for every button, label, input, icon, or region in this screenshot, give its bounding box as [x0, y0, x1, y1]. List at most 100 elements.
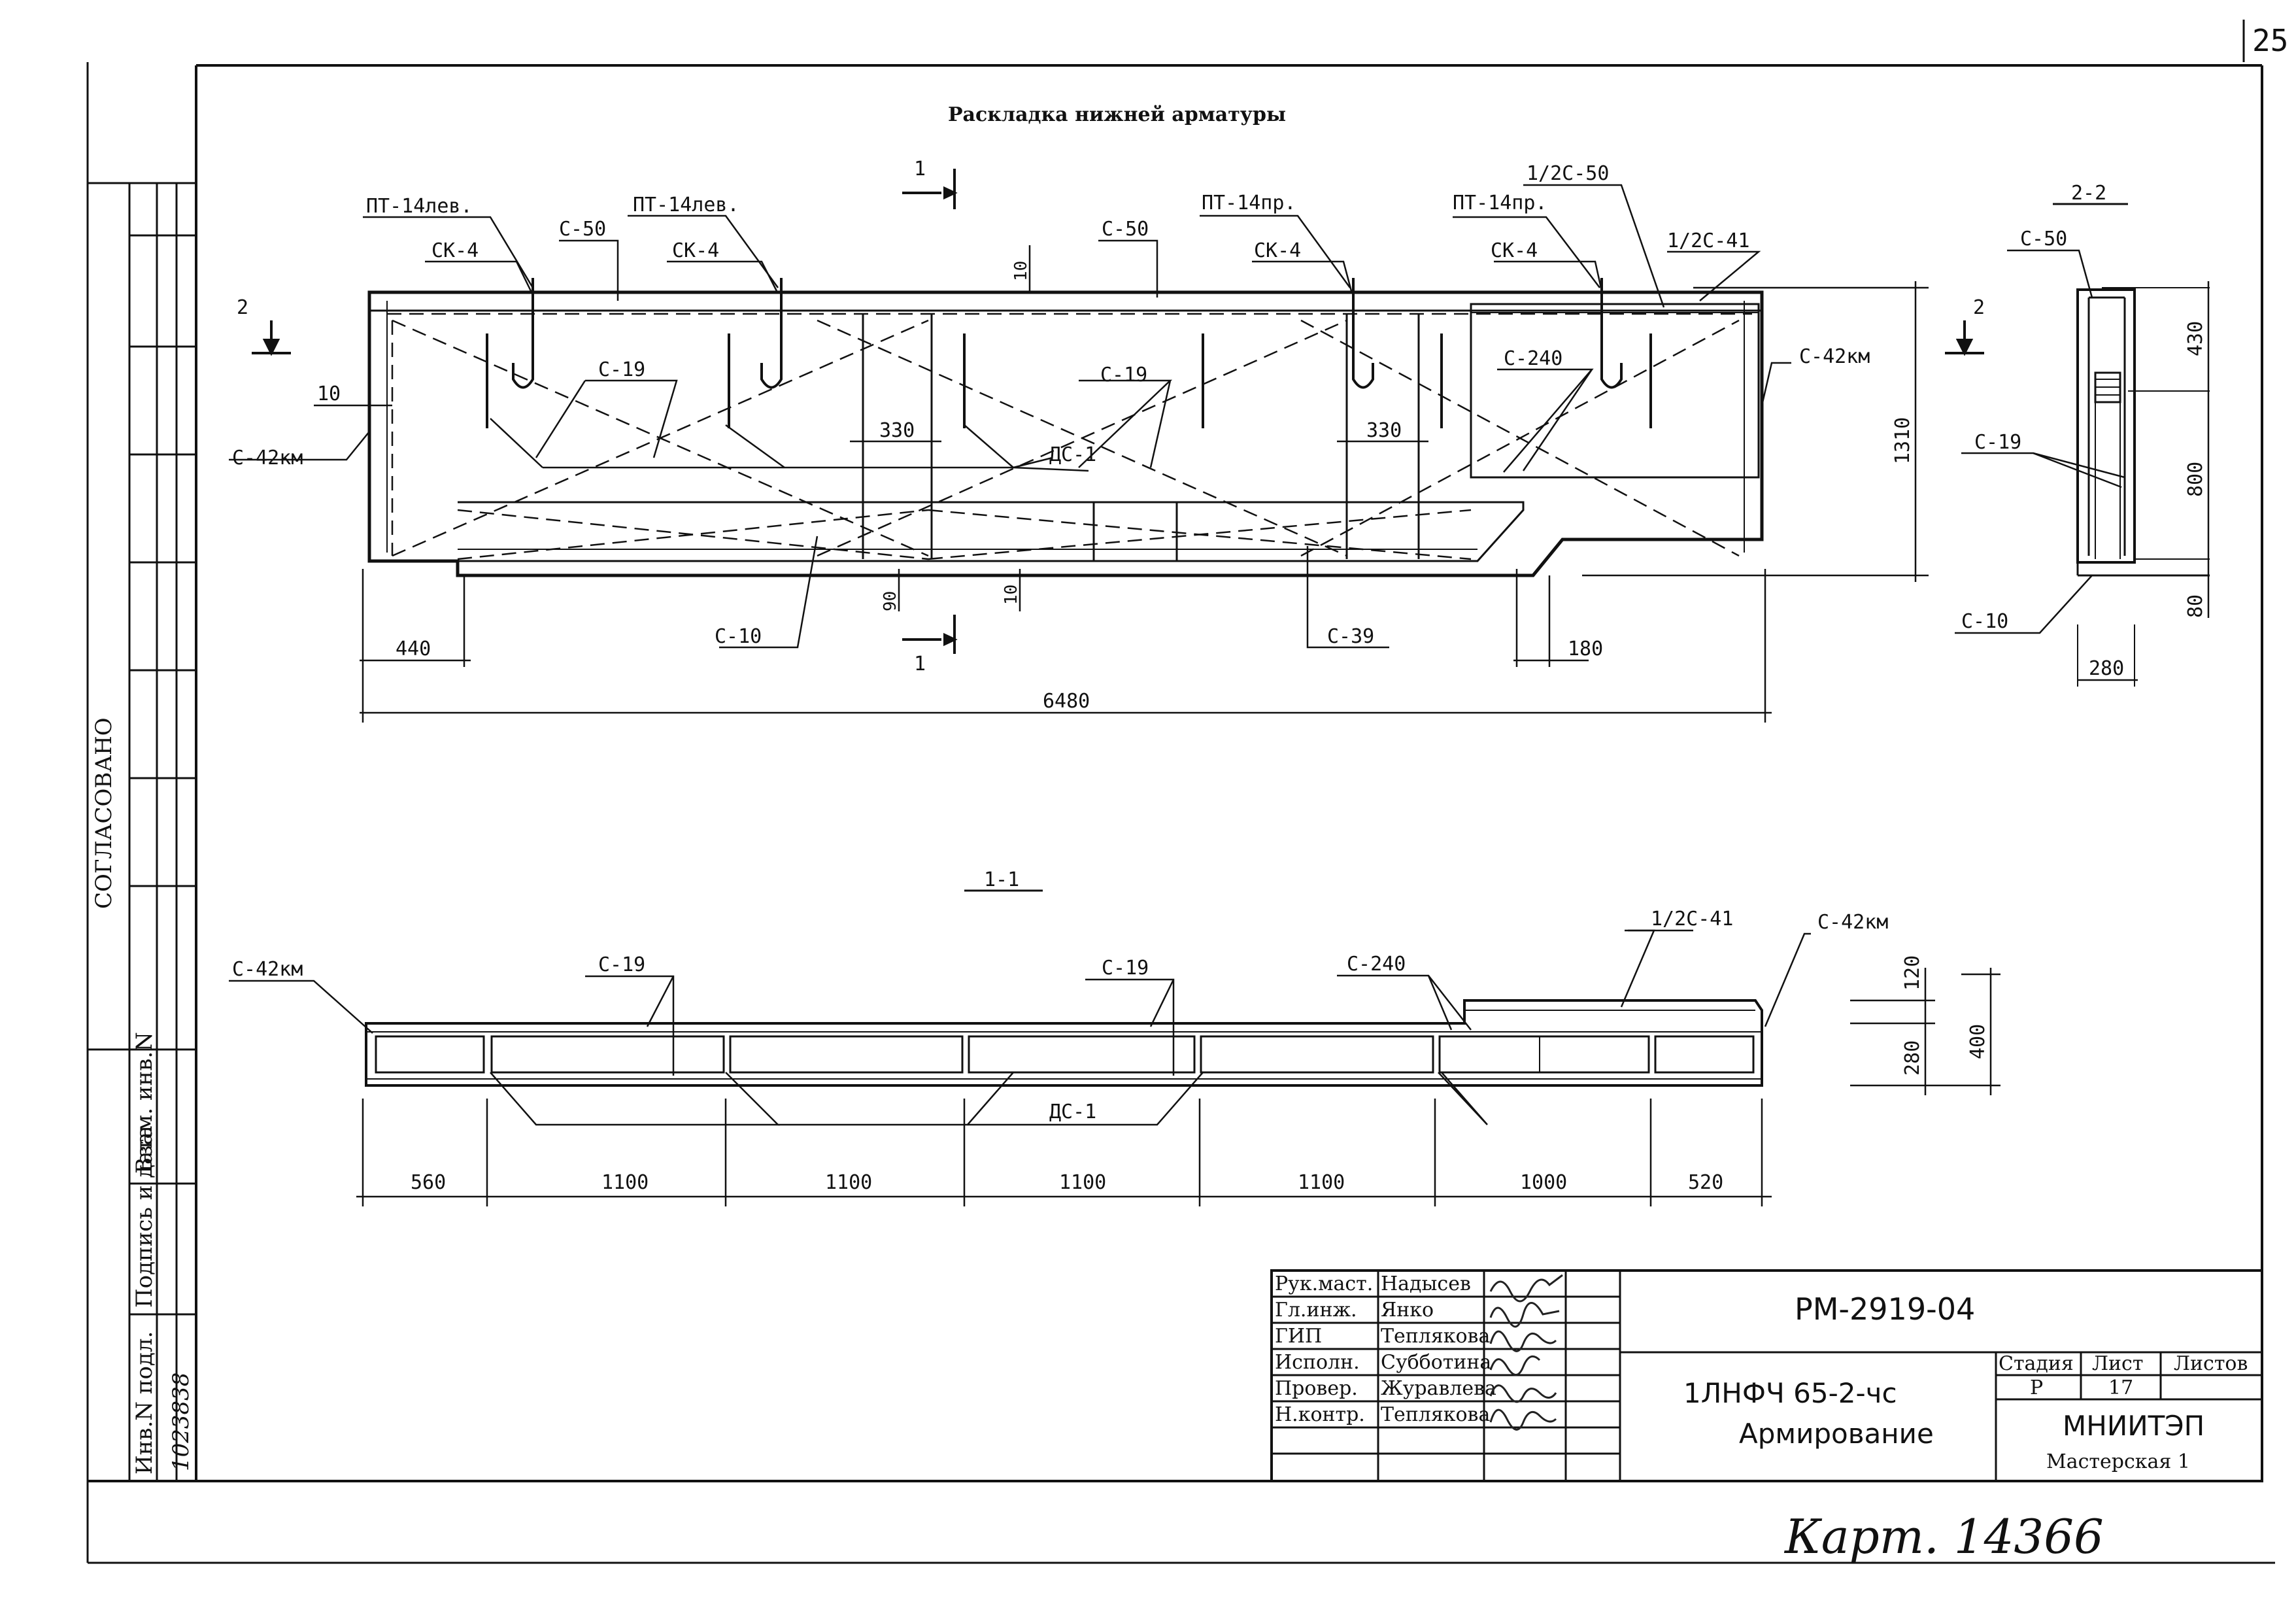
section-1-segments: 560 1100 1100 1100 1100 1000 520	[411, 1171, 1723, 1194]
dim-330-a: 330	[879, 419, 915, 442]
label-pt-right-2: ПТ-14пр.	[1453, 192, 1547, 214]
inv-number: 1023838	[168, 1373, 194, 1471]
agreed-label: СОГЛАСОВАНО	[91, 717, 117, 909]
person-name: Надысев	[1381, 1272, 1471, 1295]
sheets-label: Листов	[2174, 1352, 2248, 1375]
role: Рук.маст.	[1275, 1272, 1373, 1295]
section-2-dim-800: 800	[2184, 462, 2207, 497]
dim-1310: 1310	[1891, 417, 1914, 464]
signatures	[1489, 1274, 1563, 1431]
label-c10: С-10	[715, 625, 762, 648]
organization: МНИИТЭП	[2063, 1410, 2204, 1442]
stage-label: Стадия	[1999, 1352, 2074, 1375]
section-1-label-c42-left: С-42км	[232, 958, 303, 981]
dim-90: 90	[881, 591, 900, 611]
page-number: 25	[2252, 23, 2288, 58]
section-1-label-ds1: ДС-1	[1049, 1101, 1096, 1123]
sheet-label: Лист	[2092, 1352, 2143, 1375]
title-block-names: Надысев Янко Теплякова Субботина Журавле…	[1381, 1272, 1496, 1426]
segment-dim: 1000	[1520, 1171, 1567, 1194]
label-pt-left-1: ПТ-14лев.	[366, 195, 473, 218]
dim-10-left: 10	[317, 383, 341, 405]
sheet-title: Армирование	[1739, 1418, 1934, 1450]
dim-10-bot: 10	[1002, 585, 1021, 605]
role: Гл.инж.	[1275, 1299, 1357, 1322]
archive-note: Карт. 14366	[1783, 1509, 2104, 1564]
label-sk-4: СК-4	[1491, 239, 1538, 262]
product-name: 1ЛНФЧ 65-2-чс	[1683, 1377, 1897, 1409]
section-2-dim-430: 430	[2184, 321, 2207, 356]
label-half-c41: 1/2С-41	[1667, 230, 1749, 252]
role: Исполн.	[1275, 1351, 1360, 1374]
label-sk-2: СК-4	[672, 239, 719, 262]
title-block-roles: Рук.маст. Гл.инж. ГИП Исполн. Провер. Н.…	[1275, 1272, 1373, 1426]
label-c42-right: С-42км	[1799, 345, 1870, 368]
plan-dim-lines	[314, 245, 1929, 723]
section-1-label-half-c41: 1/2С-41	[1651, 908, 1733, 930]
title-block-grid	[1270, 1269, 2263, 1482]
label-c39: С-39	[1327, 625, 1374, 648]
section-2-title: 2-2	[2071, 182, 2106, 205]
section-2-label-c50: С-50	[2020, 228, 2067, 250]
inv-orig-label: Инв.N подл.	[131, 1331, 158, 1475]
plan-title: Раскладка нижней арматуры	[948, 103, 1286, 126]
section-1-dim-400: 400	[1967, 1024, 1989, 1059]
lifting-hooks	[512, 278, 1623, 389]
person-name: Теплякова	[1381, 1325, 1490, 1348]
label-half-c50: 1/2С-50	[1527, 162, 1609, 185]
person-name: Теплякова	[1381, 1403, 1490, 1426]
role: ГИП	[1275, 1325, 1322, 1348]
plan-dashed-bars	[387, 313, 1752, 560]
label-pt-left-2: ПТ-14лев.	[633, 194, 739, 216]
person-name: Субботина	[1381, 1351, 1491, 1374]
label-sk-1: СК-4	[431, 239, 479, 262]
section-2-drawing	[1955, 249, 2210, 687]
segment-dim: 1100	[601, 1171, 649, 1194]
dim-6480: 6480	[1043, 690, 1090, 713]
label-sk-3: СК-4	[1254, 239, 1301, 262]
role: Н.контр.	[1275, 1403, 1365, 1426]
label-ds1: ДС-1	[1049, 443, 1096, 466]
label-pt-right-1: ПТ-14пр.	[1202, 192, 1296, 214]
label-c50-b: С-50	[1102, 218, 1149, 241]
segment-dim: 1100	[1298, 1171, 1345, 1194]
dim-180: 180	[1568, 638, 1603, 660]
cut-2-left: 2	[237, 296, 248, 319]
cut-2-right: 2	[1973, 296, 1985, 319]
section-1-dim-lines	[356, 968, 2001, 1206]
label-c42-left: С-42км	[232, 447, 303, 469]
section-1-dim-120: 120	[1901, 955, 1924, 991]
label-c50-a: С-50	[559, 218, 606, 241]
person-name: Журавлева	[1381, 1377, 1496, 1400]
section-1-drawing	[365, 999, 1763, 1087]
section-1-leaders	[229, 929, 1811, 1126]
label-c19-b: С-19	[1100, 364, 1147, 386]
dim-10-top: 10	[1011, 261, 1031, 281]
section-1-title: 1-1	[984, 868, 1019, 891]
cut-1-top: 1	[914, 158, 926, 180]
cut-1-bottom: 1	[914, 653, 926, 675]
section-1-label-c240: С-240	[1347, 953, 1406, 976]
workshop: Мастерская 1	[2046, 1450, 2190, 1473]
sign-date-label: Подпись и дата	[131, 1126, 158, 1308]
dim-440: 440	[396, 638, 431, 660]
page-frame	[86, 20, 2275, 1564]
segment-dim: 520	[1688, 1171, 1723, 1194]
section-1-label-c19-a: С-19	[598, 953, 645, 976]
section-2-dim-80: 80	[2184, 594, 2207, 618]
section-2-label-c10: С-10	[1961, 610, 2008, 633]
inv-replace-label: Взам. инв.N	[131, 1032, 158, 1174]
plan-leaders	[229, 184, 1791, 649]
segment-dim: 1100	[1059, 1171, 1106, 1194]
plan-outline	[367, 290, 1764, 577]
dim-330-b: 330	[1366, 419, 1402, 442]
plan-short-bars	[486, 333, 1652, 428]
sheet-value: 17	[2108, 1376, 2133, 1399]
segment-dim: 560	[411, 1171, 446, 1194]
section-2-label-c19: С-19	[1974, 431, 2021, 454]
label-c19-a: С-19	[598, 358, 645, 381]
side-stamp	[86, 182, 197, 1482]
section-1-dim-280: 280	[1901, 1040, 1924, 1076]
segment-dim: 1100	[825, 1171, 872, 1194]
